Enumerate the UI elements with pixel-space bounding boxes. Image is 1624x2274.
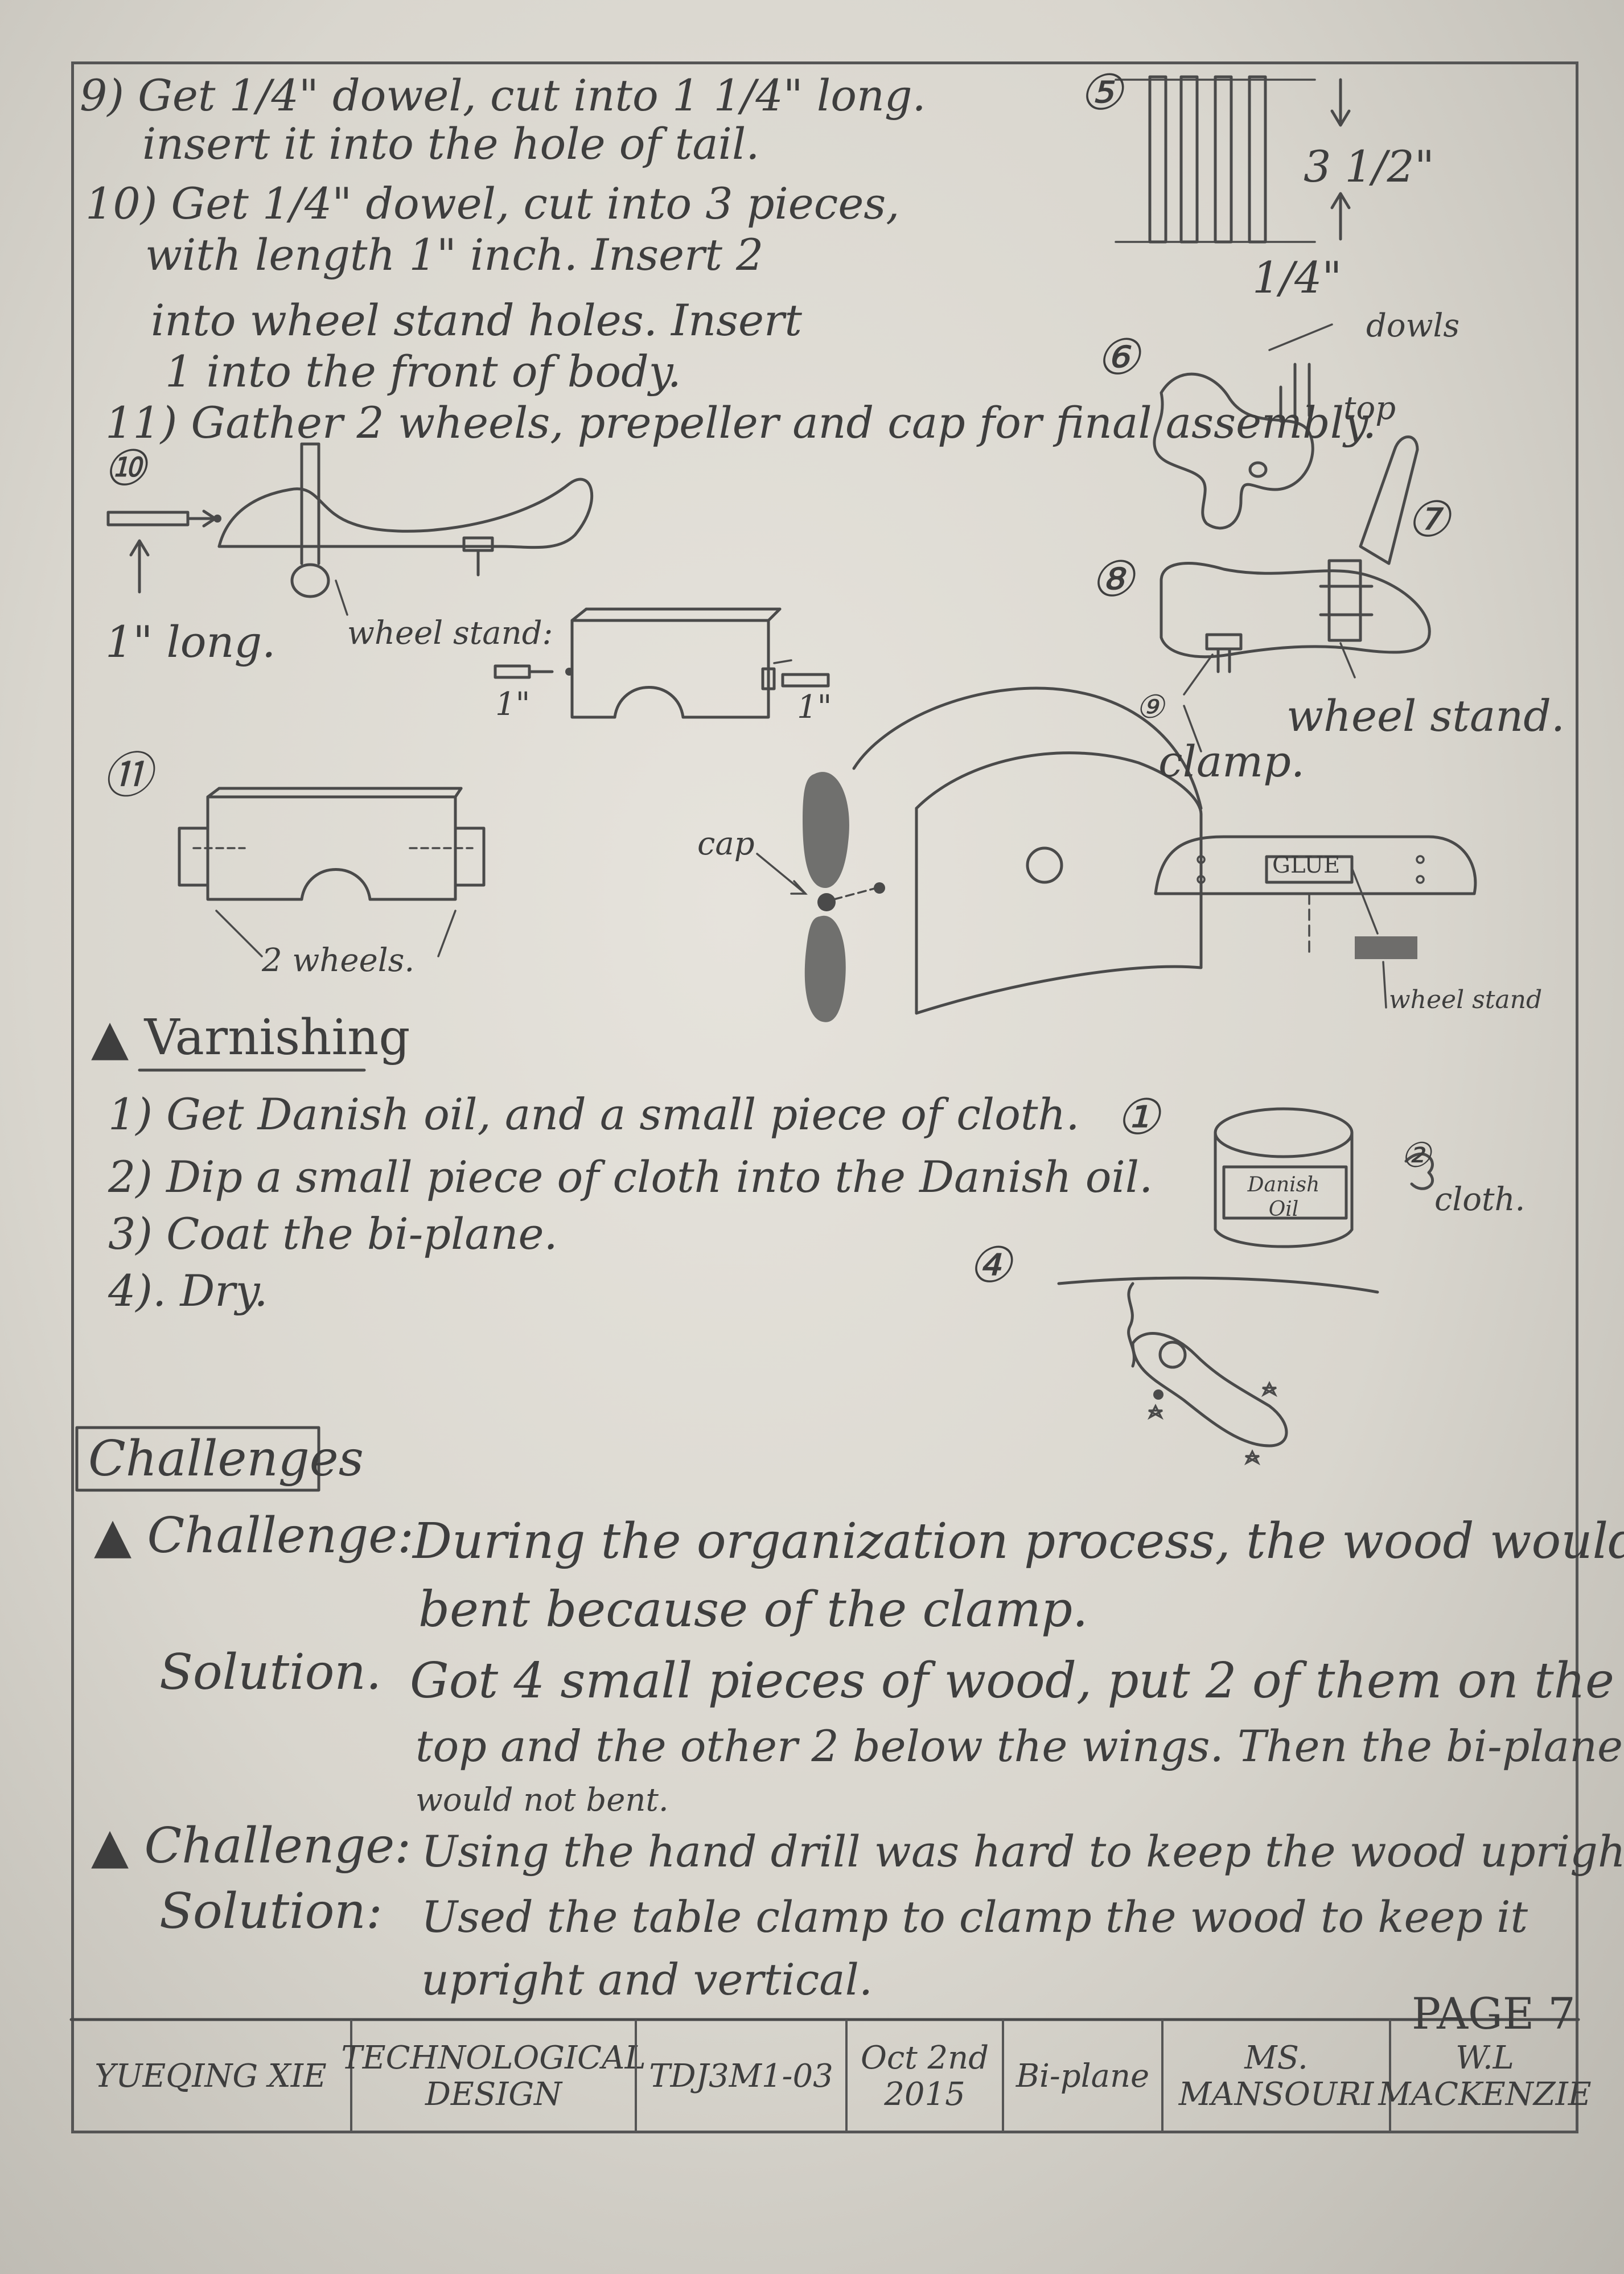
title-block-code: TDJ3M1-03 (635, 2020, 845, 2133)
title-block-name: YUEQING XIE (94, 2057, 327, 2095)
num-4: ④ (968, 1237, 1012, 1294)
title-block-course: TECHNOLOGICAL DESIGN (341, 2020, 646, 2133)
varnish-step-3: 3) Coat the bi-plane. (108, 1208, 558, 1259)
one-inch-left: 1" (495, 686, 531, 723)
step-10-line4: 1 into the front of body. (165, 346, 681, 397)
varnish-step-4: 4). Dry. (108, 1265, 268, 1316)
challenges-box (75, 1426, 320, 1492)
num-7: ⑦ (1406, 491, 1450, 548)
glue-wheelstand-sketch (1154, 835, 1477, 1009)
title-block-school: W.L MACKENZIE (1378, 2020, 1592, 2133)
danish-oil-can-sketch (1214, 1107, 1434, 1248)
step-9-line1: 9) Get 1/4" dowel, cut into 1 1/4" long. (80, 70, 926, 121)
title-block-date: Oct 2nd 2015 (845, 2020, 1002, 2133)
num-2: ② (1400, 1136, 1431, 1175)
num-6: ⑥ (1096, 329, 1140, 386)
propeller-front-sketch (756, 686, 1203, 1022)
varnish-step-2: 2) Dip a small piece of cloth into the D… (108, 1152, 1153, 1202)
wheel-stand-10-label: wheel stand: (347, 615, 553, 652)
varnishing-heading: ▲ Varnishing (91, 1009, 410, 1066)
two-wheels-label: 2 wheels. (262, 942, 415, 979)
dowels-sketch (1115, 75, 1351, 244)
tail-dowel-sketch (1153, 323, 1431, 752)
step-11: 11) Gather 2 wheels, prepeller and cap f… (105, 397, 1377, 448)
page-number: PAGE 7 (1412, 1988, 1576, 2039)
solution-1-text-c: would not bent. (416, 1782, 669, 1819)
varnish-step-1: 1) Get Danish oil, and a small piece of … (108, 1089, 1080, 1140)
step-9-line2: insert it into the hole of tail. (142, 118, 760, 169)
title-block-project: Bi-plane (1002, 2020, 1161, 2133)
solution-1-text-a: Got 4 small pieces of wood, put 2 of the… (410, 1652, 1614, 1709)
challenge-1-text-b: bent because of the clamp. (418, 1581, 1088, 1638)
step-10-line3: into wheel stand holes. Insert (151, 295, 802, 346)
cap-label: cap (697, 825, 755, 862)
challenge-1-text-a: During the organization process, the woo… (413, 1513, 1624, 1570)
body-side-sketch (106, 442, 830, 719)
clamp-label: clamp. (1158, 736, 1305, 787)
num-11: ⑪ (102, 747, 151, 804)
solution-2-label: Solution: (159, 1883, 383, 1940)
page-border (71, 61, 1578, 2133)
num-10: ⑩ (102, 440, 147, 497)
cloth-label: cloth. (1434, 1181, 1526, 1218)
num-5: ⑤ (1079, 64, 1123, 121)
step-10-line2: with length 1" inch. Insert 2 (145, 229, 764, 280)
solution-2-text-a: Used the table clamp to clamp the wood t… (421, 1891, 1528, 1942)
num-1: ① (1116, 1089, 1160, 1146)
dim-3-half: 3 1/2" (1304, 141, 1434, 192)
dowels-label: dowls (1366, 307, 1460, 344)
challenge-2-text-a: Using the hand drill was hard to keep th… (421, 1826, 1624, 1877)
challenges-heading: Challenges (88, 1430, 364, 1487)
danish-oil-can-label: Danish Oil (1247, 1173, 1320, 1222)
glue-label: GLUE (1272, 852, 1341, 878)
one-long-label: 1" long. (105, 616, 276, 667)
one-inch-right: 1" (797, 689, 832, 726)
solution-1-text-b: top and the other 2 below the wings. The… (416, 1721, 1623, 1771)
wheel-stand-8-label: wheel stand. (1286, 690, 1565, 741)
solution-2-text-b: upright and vertical. (421, 1954, 873, 2005)
challenge-1-label: ▲ Challenge: (94, 1507, 414, 1564)
wheels-assembly-sketch (178, 787, 486, 957)
drying-sketch (1057, 1276, 1379, 1466)
num-8: ⑧ (1090, 551, 1134, 608)
solution-1-label: Solution. (159, 1644, 382, 1701)
title-block-teacher: MS. MANSOURI (1161, 2020, 1389, 2133)
dim-quarter: 1/4" (1252, 252, 1342, 303)
wheel-stand-glue-label: wheel stand (1389, 985, 1543, 1014)
num-9: ⑨ (1136, 689, 1165, 726)
challenge-2-label: ▲ Challenge: (91, 1817, 412, 1874)
top-label: top (1343, 390, 1396, 427)
step-10-line1: 10) Get 1/4" dowel, cut into 3 pieces, (85, 178, 900, 229)
